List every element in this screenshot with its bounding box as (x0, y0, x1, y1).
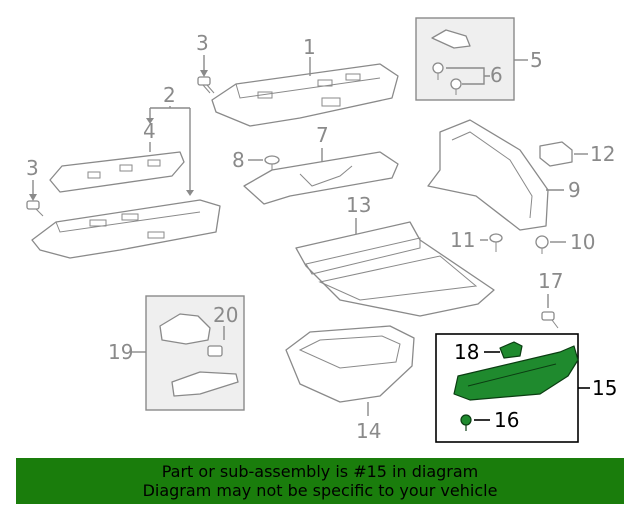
label-15: 15 (592, 376, 617, 400)
label-18: 18 (454, 340, 479, 364)
label-6: 6 (490, 63, 503, 87)
banner-line-1: Part or sub-assembly is #15 in diagram (161, 462, 479, 481)
label-7: 7 (316, 123, 329, 147)
label-11: 11 (450, 228, 475, 252)
label-3-top: 3 (196, 31, 209, 55)
label-2: 2 (163, 83, 176, 107)
part-17-bolt (541, 311, 559, 329)
part-4-trim (49, 151, 185, 193)
label-13: 13 (346, 193, 371, 217)
part-5-clip (431, 29, 471, 49)
part-3-bolt-top (197, 55, 215, 94)
label-19: 19 (108, 340, 133, 364)
part-15-sill-plate (453, 345, 579, 401)
part-2-shelf-assembly (31, 199, 221, 259)
label-9: 9 (568, 178, 581, 202)
banner-line-2: Diagram may not be specific to your vehi… (142, 481, 498, 500)
part-10-clip (535, 235, 549, 254)
label-12: 12 (590, 142, 615, 166)
part-9-side-trim (427, 119, 549, 231)
label-1: 1 (303, 35, 316, 59)
label-14: 14 (356, 419, 381, 443)
label-4: 4 (143, 119, 156, 143)
part-18-clip (499, 341, 523, 359)
box-5-6 (415, 17, 515, 101)
part-6-clips (432, 62, 462, 95)
part-16-clip (460, 414, 472, 431)
notice-banner: Part or sub-assembly is #15 in diagram D… (16, 458, 624, 504)
label-17: 17 (538, 269, 563, 293)
label-20: 20 (213, 303, 238, 327)
part-12-pad (539, 141, 573, 167)
label-10: 10 (570, 230, 595, 254)
part-3-bolt-left (26, 180, 44, 217)
part-20-clip (207, 345, 223, 357)
part-14-storage-tray (285, 325, 415, 403)
part-11-clip (489, 233, 503, 252)
part-19-bracket (159, 313, 239, 397)
part-7-panel (243, 151, 399, 205)
label-16: 16 (494, 408, 519, 432)
label-3-left: 3 (26, 156, 39, 180)
label-5: 5 (530, 48, 543, 72)
part-13-floor-mat (295, 221, 495, 317)
part-1-shelf-panel (211, 63, 399, 127)
label-8: 8 (232, 148, 245, 172)
